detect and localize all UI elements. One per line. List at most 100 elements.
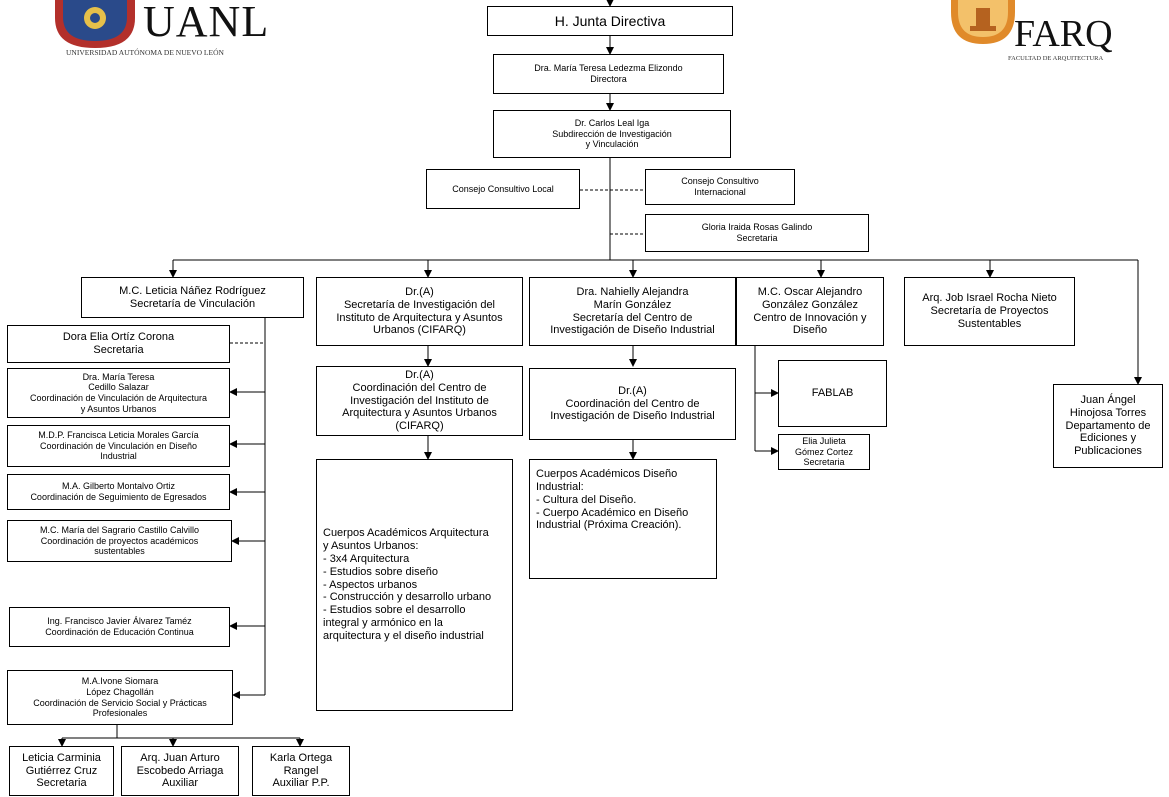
proyectos-line-1: Arq. Job Israel Rocha Nieto [922, 292, 1057, 305]
coord-diseno-line-2: Coordinación del Centro de [565, 397, 700, 410]
farq-wordmark: FARQ [1014, 13, 1113, 55]
cedillo-line-1: Dra. María Teresa [82, 371, 155, 382]
ediciones-line-4: Ediciones y [1079, 432, 1137, 445]
escobedo-line-1: Arq. Juan Arturo [140, 751, 220, 764]
cuerpos-dis-line-2: Industrial: [536, 480, 584, 493]
ediciones-box: Juan Ángel Hinojosa Torres Departamento … [1053, 384, 1163, 468]
cuerpos-arq-line-8: integral y armónico en la [323, 617, 443, 630]
karla-box: Karla Ortega Rangel Auxiliar P.P. [252, 746, 350, 796]
gloria-line-2: Secretaria [736, 233, 778, 243]
ediciones-line-1: Juan Ángel [1080, 393, 1136, 406]
cuerpos-dis-line-5: Industrial (Próxima Creación). [536, 519, 682, 532]
gloria-box: Gloria Iraida Rosas Galindo Secretaria [645, 214, 869, 252]
ivone-line-4: Profesionales [92, 708, 148, 719]
subdireccion-line-2: Subdirección de Investigación [552, 128, 672, 139]
dora-box: Dora Elia Ortíz Corona Secretaria [7, 325, 230, 363]
directora-box: Dra. María Teresa Ledezma Elizondo Direc… [493, 54, 724, 94]
cuerpos-arq-line-3: - 3x4 Arquitectura [323, 552, 410, 565]
leticia-g-line-3: Secretaria [36, 777, 87, 790]
innovacion-line-1: M.C. Oscar Alejandro [757, 285, 863, 298]
alvarez-box: Ing. Francisco Javier Álvarez Taméz Coor… [9, 607, 230, 647]
farq-seal [951, 0, 1015, 44]
proyectos-line-2: Secretaría de Proyectos [930, 305, 1049, 318]
innovacion-line-3: Centro de Innovación y [753, 311, 867, 324]
cuerpos-arq-line-4: - Estudios sobre diseño [323, 565, 438, 578]
castillo-line-2: Coordinación de proyectos académicos [40, 535, 199, 546]
cedillo-line-2: Cedillo Salazar [88, 382, 149, 393]
fablab-line: FABLAB [811, 387, 854, 400]
consejo-int-line-1: Consejo Consultivo [681, 176, 759, 187]
dora-line-1: Dora Elia Ortíz Corona [62, 331, 175, 344]
cuerpos-dis-line-3: - Cultura del Diseño. [536, 493, 637, 506]
coord-cifarq-line-1: Dr.(A) [405, 368, 434, 381]
ediciones-line-5: Publicaciones [1074, 445, 1142, 458]
cuerpos-arq-line-9: arquitectura y el diseño industrial [323, 630, 484, 642]
escobedo-line-2: Escobedo Arriaga [136, 764, 224, 777]
castillo-line-1: M.C. María del Sagrario Castillo Calvill… [39, 525, 200, 536]
investigacion-line-4: Urbanos (CIFARQ) [373, 324, 466, 337]
cuerpos-arq-line-7: - Estudios sobre el desarrollo [323, 604, 466, 617]
coord-diseno-box: Dr.(A) Coordinación del Centro de Invest… [529, 368, 736, 440]
elia-box: Elia Julieta Gómez Cortez Secretaria [778, 434, 870, 470]
uanl-subtitle: UNIVERSIDAD AUTÓNOMA DE NUEVO LEÓN [66, 48, 224, 57]
ediciones-line-3: Departamento de [1065, 419, 1151, 432]
montalvo-line-2: Coordinación de Seguimiento de Egresados [30, 492, 207, 502]
diseno-box: Dra. Nahielly Alejandra Marín González S… [529, 277, 736, 346]
diseno-line-1: Dra. Nahielly Alejandra [576, 285, 689, 298]
morales-line-3: Industrial [100, 451, 137, 462]
leticia-g-line-2: Gutiérrez Cruz [25, 764, 98, 777]
coord-cifarq-box: Dr.(A) Coordinación del Centro de Invest… [316, 366, 523, 436]
castillo-line-3: sustentables [94, 546, 145, 557]
cuerpos-dis-box: Cuerpos Académicos Diseño Industrial: - … [529, 459, 717, 579]
cuerpos-dis-line-1: Cuerpos Académicos Diseño [536, 468, 678, 480]
cuerpos-arq-line-1: Cuerpos Académicos Arquitectura [323, 527, 489, 540]
leticia-g-line-1: Leticia Carminia [22, 751, 101, 764]
karla-line-1: Karla Ortega [269, 751, 333, 764]
leticia-g-box: Leticia Carminia Gutiérrez Cruz Secretar… [9, 746, 114, 796]
alvarez-line-1: Ing. Francisco Javier Álvarez Taméz [47, 616, 192, 627]
ediciones-line-2: Hinojosa Torres [1069, 406, 1147, 419]
alvarez-line-2: Coordinación de Educación Continua [45, 627, 194, 637]
coord-cifarq-line-3: Investigación del Instituto de [350, 394, 489, 407]
cedillo-line-4: y Asuntos Urbanos [80, 403, 157, 414]
junta-line: H. Junta Directiva [554, 12, 666, 29]
consejo-local-box: Consejo Consultivo Local [426, 169, 580, 209]
montalvo-box: M.A. Gilberto Montalvo Ortiz Coordinació… [7, 474, 230, 510]
cuerpos-dis-line-4: - Cuerpo Académico en Diseño [536, 506, 689, 519]
cuerpos-arq-box: Cuerpos Académicos Arquitectura y Asunto… [316, 459, 513, 711]
farq-subtitle: FACULTAD DE ARQUITECTURA [1008, 55, 1104, 62]
karla-line-3: Auxiliar P.P. [272, 777, 330, 790]
diseno-line-4: Investigación de Diseño Industrial [550, 324, 715, 337]
morales-box: M.D.P. Francisca Leticia Morales García … [7, 425, 230, 467]
vinculacion-line-1: M.C. Leticia Náñez Rodríguez [119, 284, 266, 297]
uanl-seal [55, 0, 135, 48]
coord-cifarq-line-4: Arquitectura y Asuntos Urbanos [342, 407, 497, 420]
coord-cifarq-line-2: Coordinación del Centro de [352, 381, 487, 394]
escobedo-box: Arq. Juan Arturo Escobedo Arriaga Auxili… [121, 746, 239, 796]
directora-line-1: Dra. María Teresa Ledezma Elizondo [534, 63, 683, 74]
proyectos-box: Arq. Job Israel Rocha Nieto Secretaría d… [904, 277, 1075, 346]
morales-line-2: Coordinación de Vinculación en Diseño [40, 440, 197, 451]
consejo-internacional-box: Consejo Consultivo Internacional [645, 169, 795, 205]
cuerpos-arq-line-2: y Asuntos Urbanos: [323, 539, 419, 552]
directora-line-2: Directora [590, 74, 627, 84]
innovacion-line-2: González González [762, 298, 858, 311]
subdireccion-line-3: y Vinculación [585, 139, 639, 150]
proyectos-line-3: Sustentables [957, 317, 1022, 330]
dora-line-2: Secretaria [93, 344, 144, 356]
investigacion-line-2: Secretaría de Investigación del [343, 298, 496, 311]
investigacion-box: Dr.(A) Secretaría de Investigación del I… [316, 277, 523, 346]
escobedo-line-3: Auxiliar [161, 777, 199, 790]
diseno-line-2: Marín González [593, 298, 672, 311]
morales-line-1: M.D.P. Francisca Leticia Morales García [38, 430, 199, 441]
cuerpos-arq-line-5: - Aspectos urbanos [323, 578, 418, 591]
consejo-local-line: Consejo Consultivo Local [452, 183, 554, 194]
ivone-line-2: López Chagollán [86, 686, 154, 697]
elia-line-2: Gómez Cortez [794, 446, 854, 457]
vinculacion-line-2: Secretaría de Vinculación [129, 297, 256, 310]
ivone-line-1: M.A.Ivone Siomara [81, 676, 159, 687]
coord-diseno-line-3: Investigación de Diseño Industrial [550, 410, 715, 423]
coord-cifarq-line-5: (CIFARQ) [395, 420, 444, 433]
ivone-box: M.A.Ivone Siomara López Chagollán Coordi… [7, 670, 233, 725]
